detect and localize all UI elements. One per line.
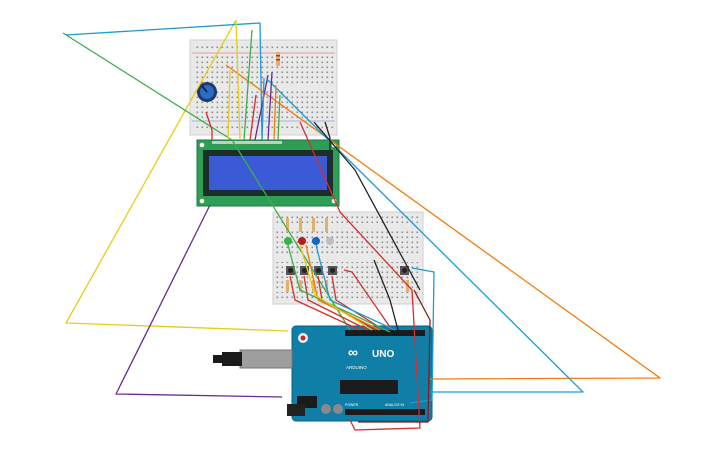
wire-yellow-long: [65, 19, 289, 332]
arduino-logo-mark: ∞: [348, 344, 358, 360]
wire-green-led: [287, 244, 391, 333]
wire-black-2: [324, 121, 331, 150]
wire-cyan-right: [409, 267, 435, 404]
wires[interactable]: [62, 19, 661, 431]
wire-green-2: [243, 29, 253, 141]
wire-red-button-4: [331, 275, 385, 331]
wire-red-3: [249, 94, 257, 141]
led-red[interactable]: [298, 237, 306, 245]
wire-green-3: [277, 94, 281, 141]
power-jack: [287, 404, 305, 416]
wire-red-button-2: [303, 275, 369, 331]
arduino-logo-text: ARDUINO: [346, 365, 367, 370]
wire-red-button-1: [289, 275, 361, 331]
wire-orange-long: [225, 64, 661, 380]
wire-red-pot: [205, 111, 213, 140]
wire-orange-2: [273, 84, 277, 141]
breadboard-top[interactable]: [189, 39, 338, 136]
arduino-analog-label: ANALOG IN: [385, 403, 405, 407]
led-green[interactable]: [284, 237, 292, 245]
resistor-top[interactable]: [276, 52, 280, 66]
led-white[interactable]: [326, 237, 334, 245]
led-blue[interactable]: [312, 237, 320, 245]
pushbutton-row[interactable]: [286, 266, 409, 275]
arduino-power-label: POWER: [345, 403, 359, 407]
wire-black-1: [313, 121, 421, 291]
arduino-uno-board[interactable]: ∞ UNO ARDUINO POWER ANALOG IN: [291, 325, 433, 422]
potentiometer[interactable]: [197, 82, 217, 102]
wire-red-led: [343, 269, 393, 331]
wire-red-rail: [299, 121, 421, 431]
breadboard-middle[interactable]: [272, 211, 424, 305]
wire-purple-1: [254, 74, 269, 141]
wire-purple-2: [267, 71, 273, 141]
wire-purple-long: [115, 204, 283, 398]
wire-orange-led: [305, 244, 381, 331]
usb-connector: [213, 349, 293, 369]
wire-cyan-long: [267, 79, 584, 393]
wire-cyan-top: [65, 22, 263, 141]
wire-black-gnd: [373, 259, 399, 331]
lcd-module[interactable]: [196, 139, 340, 207]
wire-dark-red: [358, 289, 431, 423]
wire-yellow-2: [227, 69, 231, 141]
arduino-brand-label: UNO: [372, 349, 394, 360]
wire-cyan-led: [315, 244, 396, 331]
wire-yellow-1: [235, 19, 241, 141]
wire-cyan-2: [261, 77, 265, 141]
wire-yellow-led: [299, 244, 373, 331]
